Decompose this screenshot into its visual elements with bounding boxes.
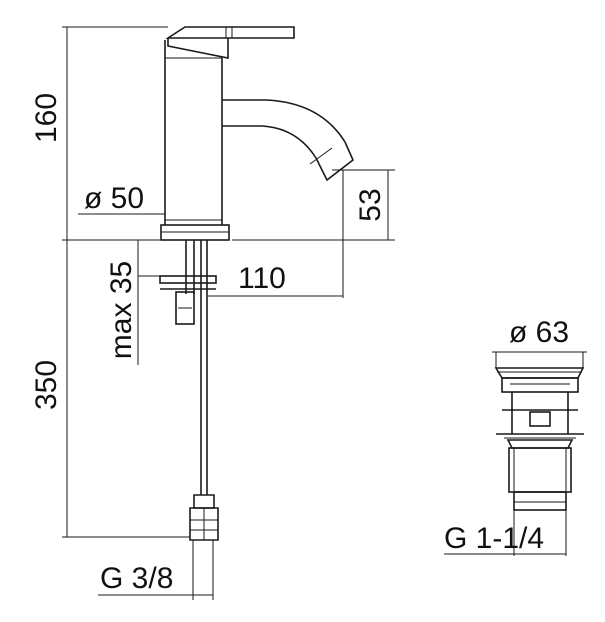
dimension-label-160: 160 xyxy=(30,93,63,143)
dimension-max-35: max 35 xyxy=(105,240,165,365)
dimension-160: 160 xyxy=(30,26,168,241)
dimension-label-diameter-63: ø 63 xyxy=(509,316,569,349)
faucet-handle xyxy=(165,26,295,59)
mounting-assembly xyxy=(159,240,217,325)
dimension-g-3-8: G 3/8 xyxy=(98,540,214,600)
dimension-110: 110 xyxy=(208,170,344,298)
dimension-label-g-3-8: G 3/8 xyxy=(100,562,173,595)
dimension-label-max-35: max 35 xyxy=(105,261,138,359)
dimension-diameter-50: ø 50 xyxy=(78,182,165,215)
waste-valve-drawing xyxy=(494,367,585,511)
dimension-g-1-1-4: G 1-1/4 xyxy=(444,510,567,556)
dimension-350: 350 xyxy=(30,240,190,538)
dimension-label-350: 350 xyxy=(30,360,63,410)
dimension-label-53: 53 xyxy=(354,188,387,221)
faucet-drawing xyxy=(159,26,354,541)
dimension-label-g-1-1-4: G 1-1/4 xyxy=(444,522,544,555)
faucet-spout xyxy=(222,99,354,182)
dimension-label-110: 110 xyxy=(238,262,286,295)
dimension-label-diameter-50: ø 50 xyxy=(84,182,144,215)
flexible-hose xyxy=(189,240,219,541)
faucet-body xyxy=(164,40,223,225)
faucet-base xyxy=(160,224,230,241)
dimension-53: 53 xyxy=(232,169,395,241)
dimension-diameter-63: ø 63 xyxy=(492,316,587,368)
